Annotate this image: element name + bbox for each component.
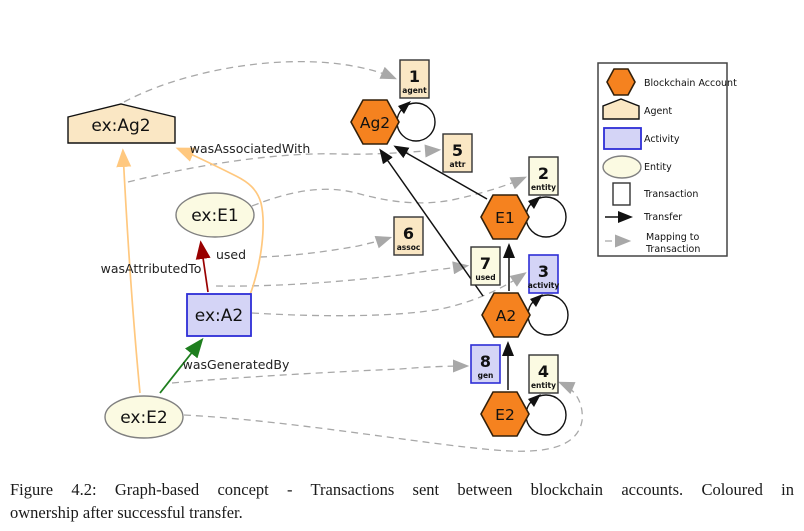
legend-transfer-label: Transfer xyxy=(643,212,682,223)
self-loop-e2-arrowhead xyxy=(528,394,541,407)
tx-box-2: 2 entity xyxy=(528,156,559,196)
figure-caption-line2: ownership after successful transfer. xyxy=(10,503,243,523)
tx-5-number: 5 xyxy=(452,141,463,160)
tx-6-number: 6 xyxy=(403,224,414,243)
node-ex-e1 xyxy=(175,192,255,238)
figure-caption-line1: Figure 4.2: Graph-based concept - Transa… xyxy=(10,480,794,499)
tx-box-7: 7 used xyxy=(470,246,501,286)
mapping-arrow-associatedwith-to-tx6 xyxy=(259,235,393,258)
tx-1-number: 1 xyxy=(409,67,420,86)
tx-5-tag: attr xyxy=(450,160,466,169)
tx-4-tag: entity xyxy=(531,381,556,390)
tx-3-tag: activity xyxy=(528,281,560,290)
tx-box-6: 6 assoc xyxy=(393,216,424,256)
legend-entity-icon xyxy=(602,155,642,179)
tx-4-number: 4 xyxy=(538,362,549,381)
edge-used xyxy=(195,240,211,293)
tx-3-number: 3 xyxy=(538,262,549,281)
edge-wasassociatedwith xyxy=(175,147,264,296)
node-ex-e1-label: ex:E1 xyxy=(191,206,239,226)
tx-7-number: 7 xyxy=(480,254,491,273)
tx-1-tag: agent xyxy=(402,86,427,95)
tx-box-4: 4 entity xyxy=(528,354,559,394)
self-loop-e1-arrowhead xyxy=(528,196,541,209)
mapping-arrow-generatedby-to-tx8 xyxy=(171,359,470,384)
edge-wasgeneratedby xyxy=(159,337,204,394)
tx-2-number: 2 xyxy=(538,164,549,183)
legend: Blockchain Account Agent Activity Entity… xyxy=(597,62,737,257)
mapping-arrow-used-to-tx7 xyxy=(215,261,470,287)
account-a2-label: A2 xyxy=(496,307,516,325)
node-ex-e2-label: ex:E2 xyxy=(120,408,168,428)
edge-label-wasattributedto: wasAttributedTo xyxy=(101,261,202,276)
edge-label-used: used xyxy=(216,247,246,262)
node-ex-ag2-label: ex:Ag2 xyxy=(91,116,150,136)
mapping-arrow-exe1-to-tx2 xyxy=(251,176,527,207)
account-e1-label: E1 xyxy=(495,209,515,227)
transfer-a2-to-ag2 xyxy=(379,148,484,297)
node-ex-ag2 xyxy=(67,103,176,144)
figure-caption: Figure 4.2: Graph-based concept - Transa… xyxy=(10,478,794,524)
legend-activity-label: Activity xyxy=(644,134,680,145)
tx-2-tag: entity xyxy=(531,183,556,192)
tx-box-1: 1 agent xyxy=(399,59,430,99)
node-ex-a2-label: ex:A2 xyxy=(195,306,243,326)
edge-label-wasassociatedwith: wasAssociatedWith xyxy=(190,141,311,156)
legend-transaction-icon xyxy=(612,182,631,206)
account-a2-hexagon xyxy=(481,292,531,338)
legend-mapping-label-line2: Transaction xyxy=(645,244,700,255)
legend-mapping-label-line1: Mapping to xyxy=(646,232,700,243)
tx-7-tag: used xyxy=(475,273,495,282)
edge-wasattributedto xyxy=(116,148,141,394)
mapping-arrow-exag2-to-tx1 xyxy=(123,60,397,103)
node-ex-e2 xyxy=(104,395,184,439)
account-ag2-hexagon xyxy=(350,99,400,145)
tx-6-tag: assoc xyxy=(397,243,421,252)
self-loop-a2-arrowhead xyxy=(530,294,543,307)
account-e1-hexagon xyxy=(480,194,530,240)
mapping-arrow-exe2-to-tx4 xyxy=(183,381,583,452)
account-e2-label: E2 xyxy=(495,406,515,424)
legend-agent-label: Agent xyxy=(644,106,672,117)
tx-box-8: 8 gen xyxy=(470,344,501,384)
transfer-e1-to-ag2 xyxy=(393,145,488,200)
tx-8-number: 8 xyxy=(480,352,491,371)
edge-label-wasgeneratedby: wasGeneratedBy xyxy=(183,357,290,372)
account-e2-hexagon xyxy=(480,391,530,437)
legend-blockchain-account-label: Blockchain Account xyxy=(644,78,737,89)
tx-box-3: 3 activity xyxy=(528,254,560,294)
legend-entity-label: Entity xyxy=(644,162,672,173)
tx-8-tag: gen xyxy=(478,371,494,380)
tx-box-5: 5 attr xyxy=(442,133,473,173)
legend-agent-icon xyxy=(602,98,640,120)
self-loop-ag2-arrowhead xyxy=(398,101,411,114)
legend-activity-icon xyxy=(603,127,642,150)
mapping-arrow-exa2-to-tx3 xyxy=(251,272,527,317)
node-ex-a2 xyxy=(186,293,252,337)
legend-blockchain-account-icon xyxy=(606,68,636,96)
legend-transaction-label: Transaction xyxy=(643,189,698,200)
account-ag2-label: Ag2 xyxy=(360,114,390,132)
figure-diagram: ex:Ag2 ex:E1 ex:A2 ex:E2 Ag2 E1 A2 E2 1 … xyxy=(67,59,737,452)
